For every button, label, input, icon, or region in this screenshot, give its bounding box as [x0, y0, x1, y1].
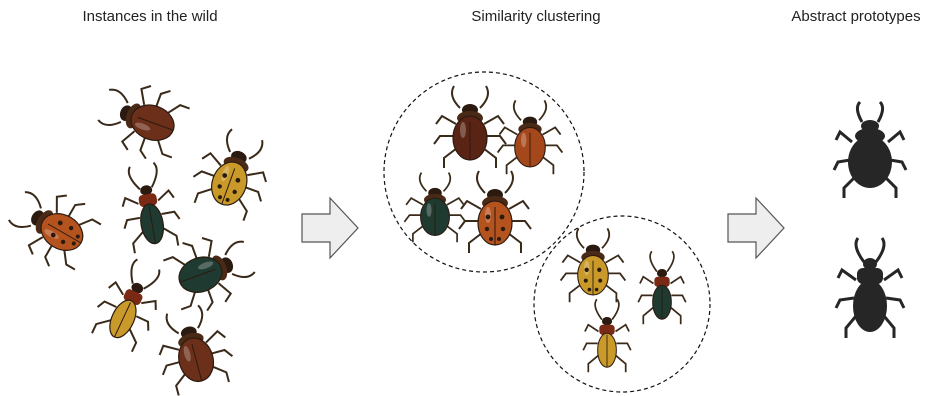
- beetle-icon: [583, 299, 631, 372]
- beetle-silhouette-icon: [834, 102, 906, 198]
- beetle-icon: [404, 173, 465, 243]
- cluster-group-2: [534, 216, 710, 392]
- beetle-icon: [434, 86, 506, 168]
- cluster-group-1: [384, 72, 584, 272]
- beetle-icon: [561, 228, 626, 302]
- beetle-icon: [87, 253, 174, 355]
- beetle-icon: [185, 122, 281, 224]
- beetle-icon: [498, 100, 563, 174]
- beetle-silhouette-icon: [836, 238, 904, 338]
- beetle-icon: [114, 160, 184, 254]
- beetle-icon: [160, 223, 262, 319]
- beetle-icon: [0, 175, 106, 278]
- wild-instances-group: [0, 71, 281, 396]
- beetle-icon: [638, 251, 686, 324]
- beetle-icon: [91, 71, 193, 167]
- arrow-right-icon: [728, 198, 784, 258]
- cluster-boundary: [534, 216, 710, 392]
- beetle-icon: [148, 300, 239, 396]
- beetle-icon: [459, 171, 531, 253]
- arrow-right-icon: [302, 198, 358, 258]
